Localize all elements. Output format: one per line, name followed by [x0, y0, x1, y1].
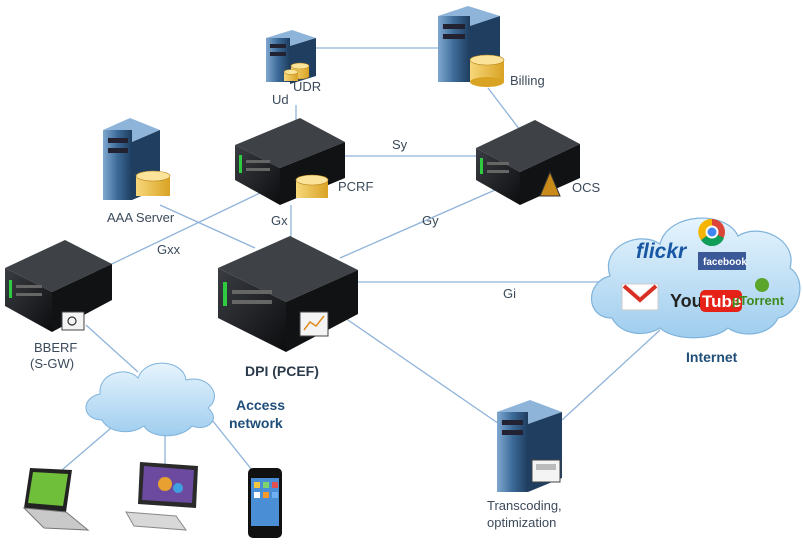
smartphone-icon — [248, 468, 282, 538]
link-access-laptop — [61, 421, 119, 471]
pcrf-server-icon — [235, 118, 345, 205]
utorrent-logo: µTorrent — [732, 293, 785, 308]
link-transcoding-internet — [561, 329, 661, 421]
interface-gxx-label: Gxx — [157, 242, 181, 257]
bberf-label-line2: (S-GW) — [30, 356, 74, 371]
access-network-label-line2: network — [229, 415, 283, 431]
youtube-logo-you: You — [670, 291, 703, 311]
ocs-label: OCS — [572, 180, 601, 195]
interface-ud-label: Ud — [272, 92, 289, 107]
interface-sy-label: Sy — [392, 137, 408, 152]
laptop-icon — [22, 468, 90, 531]
flickr-logo: flickr — [636, 240, 688, 263]
transcoding-server-icon — [497, 400, 562, 492]
internet-cloud-icon — [590, 217, 801, 339]
access-cloud-icon — [85, 362, 215, 437]
link-dpi-ocs — [339, 189, 496, 259]
link-billing-ocs — [487, 87, 521, 131]
billing-label: Billing — [510, 73, 545, 88]
utorrent-icon — [755, 278, 769, 292]
transcoding-label-line2: optimization — [487, 515, 556, 530]
dpi-label: DPI (PCEF) — [245, 363, 319, 379]
link-dpi-transcoding — [344, 317, 506, 429]
ocs-server-icon — [476, 120, 580, 205]
youtube-logo-tube: Tube — [702, 292, 741, 311]
facebook-logo: facebook — [703, 257, 747, 268]
link-bberf-access — [85, 324, 139, 373]
transcoding-label-line1: Transcoding, — [487, 498, 562, 513]
bberf-server-icon — [5, 240, 112, 332]
link-bberf-pcrf — [94, 191, 263, 273]
internet-label: Internet — [686, 349, 738, 365]
bberf-label-line1: BBERF — [34, 340, 77, 355]
dpi-server-icon — [218, 236, 358, 352]
aaa-server-icon — [103, 118, 171, 200]
interface-gi-label: Gi — [503, 286, 516, 301]
link-access-phone — [211, 419, 253, 471]
pcrf-label: PCRF — [338, 179, 373, 194]
link-aaa-dpi — [159, 204, 256, 249]
access-network-label-line1: Access — [236, 397, 285, 413]
udr-label: UDR — [293, 79, 321, 94]
internet-logos: flickr facebook You Tube µTorrent — [621, 218, 785, 312]
interface-gy-label: Gy — [422, 213, 439, 228]
desktop-icon — [125, 462, 198, 531]
udr-server-icon — [266, 30, 316, 84]
interface-gx-label: Gx — [271, 213, 288, 228]
aaa-label: AAA Server — [107, 210, 175, 225]
youtube-logo-box — [700, 290, 742, 312]
links — [61, 47, 661, 471]
billing-server-icon — [438, 6, 505, 87]
facebook-logo-box — [698, 252, 746, 270]
